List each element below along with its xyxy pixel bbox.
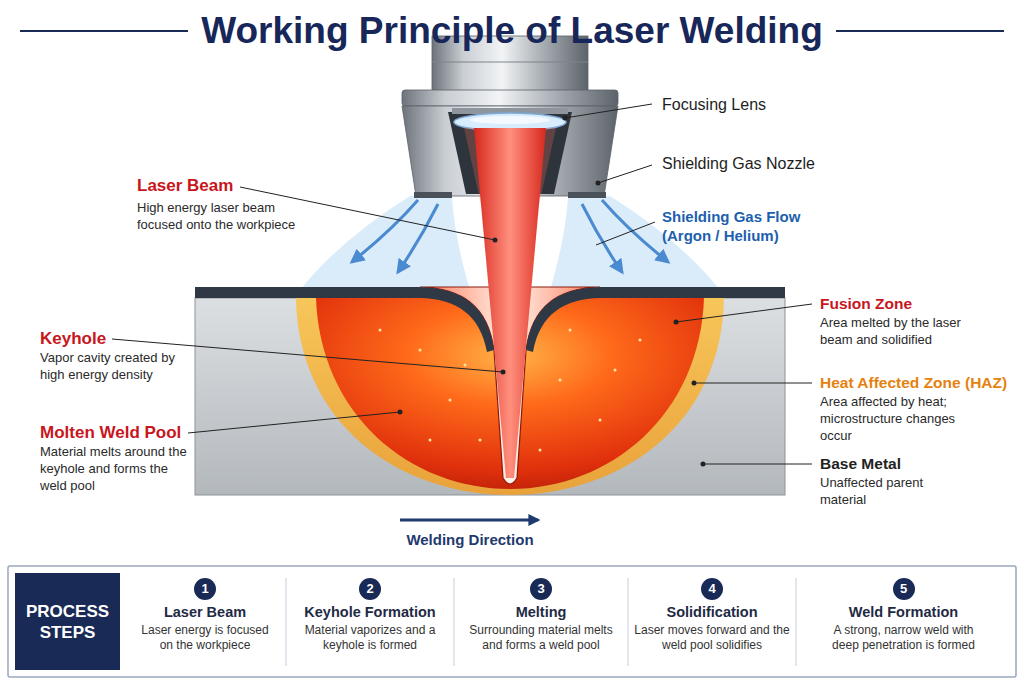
- direction-label: Welding Direction: [370, 530, 570, 550]
- spark: [614, 369, 617, 372]
- nozzle-tip: [568, 192, 606, 198]
- spark: [464, 364, 467, 367]
- leader-dot: [563, 116, 568, 121]
- leader-line: [596, 222, 655, 245]
- step-number-text: 2: [359, 578, 381, 600]
- leader-line: [188, 412, 400, 433]
- part-label: Focusing Lens: [662, 95, 766, 115]
- spark: [599, 419, 602, 422]
- step-number: 4: [701, 578, 723, 600]
- callout-heading: Shielding Gas Flow (Argon / Helium): [662, 207, 812, 245]
- step-number: 3: [530, 578, 552, 600]
- leader-dot: [701, 462, 706, 467]
- spark: [449, 399, 452, 402]
- step-number-text: 4: [701, 578, 723, 600]
- callout-heading: Laser Beam: [137, 176, 233, 196]
- step-title: Keyhole Formation: [287, 603, 453, 621]
- leader-dot: [692, 381, 697, 386]
- process-step: Keyhole FormationMaterial vaporizes and …: [287, 570, 453, 670]
- callout-description: Area affected by heat; microstructure ch…: [820, 393, 970, 444]
- gas-glow: [300, 196, 470, 290]
- title-rule: [836, 30, 1004, 32]
- step-number: 5: [893, 578, 915, 600]
- spark: [569, 329, 572, 332]
- step-description: Material vaporizes and a keyhole is form…: [298, 623, 443, 653]
- callout-heading: Fusion Zone: [820, 294, 912, 314]
- leader-line: [598, 165, 652, 183]
- spark: [479, 439, 482, 442]
- gas-arrow: [398, 204, 438, 272]
- leader-line: [676, 304, 812, 322]
- nozzle-flange: [402, 90, 618, 106]
- number-circle-shape: [194, 578, 216, 600]
- step-number: 1: [194, 578, 216, 600]
- callout-heading: Heat Affected Zone (HAZ): [820, 373, 1007, 393]
- step-number: 2: [359, 578, 381, 600]
- number-circle-shape: [359, 578, 381, 600]
- step-number-text: 5: [893, 578, 915, 600]
- nozzle-tip: [414, 192, 452, 198]
- column-divider: [796, 578, 797, 666]
- column-divider: [286, 578, 287, 666]
- step-description: A strong, narrow weld with deep penetrat…: [826, 623, 981, 653]
- leader-line: [694, 383, 812, 384]
- callout-description: Area melted by the laser beam and solidi…: [820, 314, 980, 348]
- callout-heading: Molten Weld Pool: [40, 423, 181, 443]
- spark: [559, 379, 562, 382]
- leader-line: [703, 464, 812, 465]
- spark: [429, 439, 432, 442]
- leader-line: [240, 187, 495, 240]
- leader-dot: [674, 320, 679, 325]
- spark: [379, 329, 382, 332]
- process-step: SolidificationLaser moves forward and th…: [629, 570, 795, 670]
- title-rule: [20, 30, 188, 32]
- step-description: Surrounding material melts and forms a w…: [465, 623, 617, 653]
- step-title: Solidification: [629, 603, 795, 621]
- part-label: Shielding Gas Nozzle: [662, 154, 815, 174]
- steps-heading-box: PROCESS STEPS: [15, 573, 120, 670]
- lens-highlight: [470, 116, 550, 124]
- callout-description: High energy laser beam focused onto the …: [137, 199, 312, 233]
- laser-beam: [474, 128, 546, 478]
- process-step: Laser BeamLaser energy is focused on the…: [125, 570, 285, 670]
- step-title: Weld Formation: [797, 603, 1010, 621]
- step-number-text: 3: [530, 578, 552, 600]
- steps-heading: PROCESS STEPS: [15, 601, 120, 643]
- callout-heading: Keyhole: [40, 329, 106, 349]
- gas-arrow: [602, 200, 668, 262]
- step-description: Laser energy is focused on the workpiece: [138, 623, 273, 653]
- head-ring: [432, 62, 588, 63]
- process-step: MeltingSurrounding material melts and fo…: [455, 570, 627, 670]
- spark: [419, 349, 422, 352]
- leader-dot: [596, 181, 601, 186]
- leader-dot: [501, 370, 506, 375]
- number-circle-shape: [701, 578, 723, 600]
- step-title: Laser Beam: [125, 603, 285, 621]
- leader-dot: [398, 410, 403, 415]
- number-circle-shape: [530, 578, 552, 600]
- diagram-title: Working Principle of Laser Welding: [0, 9, 1024, 53]
- spark: [639, 339, 642, 342]
- number-circle-shape: [893, 578, 915, 600]
- direction-arrow: [400, 519, 538, 522]
- steps-panel: [8, 566, 1016, 677]
- leader-line: [565, 104, 652, 118]
- column-divider: [454, 578, 455, 666]
- process-step: Weld Formation A strong, narrow weld with…: [797, 570, 1010, 670]
- surface-layer: [526, 287, 785, 352]
- step-number-text: 1: [194, 578, 216, 600]
- column-divider: [628, 578, 629, 666]
- step-description: Laser moves forward and the weld pool so…: [631, 623, 793, 653]
- callout-heading: Base Metal: [820, 454, 901, 474]
- callout-description: Unaffected parent material: [820, 474, 950, 508]
- callout-description: Vapor cavity created by high energy dens…: [40, 349, 190, 383]
- gas-arrow: [352, 200, 418, 262]
- callout-description: Material melts around the keyhole and fo…: [40, 443, 192, 494]
- step-title: Melting: [455, 603, 627, 621]
- surface-layer: [195, 287, 494, 352]
- spark: [539, 449, 542, 452]
- leader-dot: [493, 238, 498, 243]
